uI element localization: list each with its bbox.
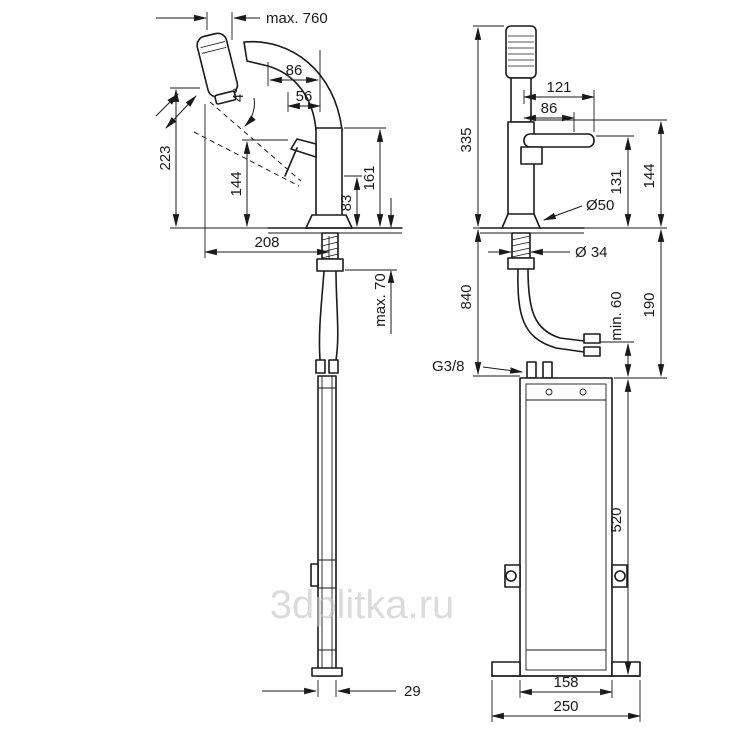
dim-dia-34: Ø 34: [488, 244, 608, 261]
dim-label-208: 208: [254, 234, 279, 251]
dim-max-760: max. 760: [156, 10, 328, 40]
dim-dia-50: Ø50: [542, 197, 614, 221]
dim-label-161: 161: [361, 165, 378, 190]
dim-label-840: 840: [458, 284, 475, 309]
hose-fitting-front-1: [583, 333, 601, 344]
hose-fitting-side-1: [315, 359, 326, 374]
mounting-box-front: [519, 377, 613, 677]
dim-144-left: 144: [228, 139, 288, 228]
dim-29: 29: [262, 680, 421, 700]
watermark-text: 3dplitka.ru: [270, 583, 455, 627]
handle-lever-side: [284, 147, 298, 177]
hose-side-2: [335, 270, 339, 361]
dim-label-121: 121: [546, 79, 571, 96]
base-cone-side: [305, 214, 353, 229]
box-foot-side: [311, 667, 343, 677]
handle-side: [290, 138, 317, 158]
dim-86-right: 86: [522, 100, 576, 132]
dim-144-right: 144: [534, 119, 667, 228]
spray-head-side: [196, 32, 239, 105]
dim-label-520: 520: [608, 507, 625, 532]
dim-label-144-right: 144: [641, 163, 658, 188]
dim-label-max-760: max. 760: [266, 10, 328, 27]
supply-fitting-1: [526, 361, 537, 379]
dim-label-144-left: 144: [228, 171, 245, 196]
pull-direction-arrow: [165, 95, 197, 129]
mounting-ear-right-hole: [614, 570, 626, 582]
dim-label-dia-50: Ø50: [586, 197, 614, 214]
dim-max-70: max. 70: [345, 198, 397, 334]
dim-520: 520: [608, 377, 667, 676]
dim-label-max-70: max. 70: [372, 273, 389, 326]
dim-86-left: 86: [267, 50, 321, 112]
dim-131: 131: [596, 135, 634, 228]
dim-161: 161: [344, 127, 386, 228]
mounting-nut-front: [507, 257, 535, 270]
hose-fitting-side-2: [328, 359, 339, 374]
supply-fitting-2: [542, 361, 553, 379]
dim-label-min-60: min. 60: [608, 291, 625, 340]
dim-label-335: 335: [458, 127, 475, 152]
dim-label-83: 83: [338, 195, 355, 212]
dim-840: 840: [458, 228, 520, 377]
hose-fitting-front-2: [583, 346, 601, 357]
box-foot-left: [491, 661, 521, 677]
hose-side-1: [318, 270, 325, 361]
dim-label-86-left: 86: [286, 62, 303, 79]
faucet-body-side: [315, 127, 343, 217]
handle-lever-front: [523, 133, 595, 148]
dim-label-4deg: 4°: [230, 88, 247, 102]
pullout-path-dashed-2: [193, 131, 300, 187]
mounting-box-side: [317, 375, 337, 677]
right-view-front: 335 840 121 86 131: [432, 25, 667, 722]
dim-label-29: 29: [404, 683, 421, 700]
dim-thread-g38: G3/8: [432, 358, 524, 375]
handle-mount-front: [520, 146, 543, 165]
box-foot-right: [611, 661, 641, 677]
hose-front-1: [517, 268, 585, 353]
dim-label-190: 190: [641, 292, 658, 317]
hose-front-2: [527, 268, 585, 342]
dim-56: 56: [286, 88, 322, 112]
dim-250: 250: [490, 680, 642, 722]
dim-label-223: 223: [157, 145, 174, 170]
dim-label-158: 158: [553, 674, 578, 691]
dim-208: 208: [203, 104, 331, 258]
mounting-ear-left-hole: [505, 570, 517, 582]
spray-head-front: [505, 25, 537, 79]
dim-label-250: 250: [553, 698, 578, 715]
base-cone-front: [501, 213, 541, 229]
dim-angle-4: 4°: [230, 88, 256, 127]
pull-direction-arrow-2: [155, 93, 179, 117]
spout-neck-front: [510, 77, 532, 123]
dim-223: 223: [157, 87, 268, 229]
dim-158: 158: [518, 674, 614, 698]
dim-83: 83: [338, 175, 362, 228]
spout-side: [243, 40, 343, 131]
dim-label-56: 56: [296, 88, 313, 105]
left-view-side: max. 760 86 56 4° 223: [155, 10, 421, 700]
dim-label-g38: G3/8: [432, 358, 465, 375]
dim-label-dia-34: Ø 34: [575, 244, 608, 261]
dim-min-60: min. 60: [600, 291, 634, 378]
dim-335: 335: [458, 25, 504, 229]
box-clip-side: [310, 563, 319, 587]
pullout-path-dashed: [209, 101, 302, 182]
dim-label-86-right: 86: [541, 100, 558, 117]
dim-label-131: 131: [608, 169, 625, 194]
dim-190: 190: [584, 227, 667, 378]
dim-121: 121: [522, 79, 596, 132]
mounting-nut-side: [316, 258, 344, 272]
